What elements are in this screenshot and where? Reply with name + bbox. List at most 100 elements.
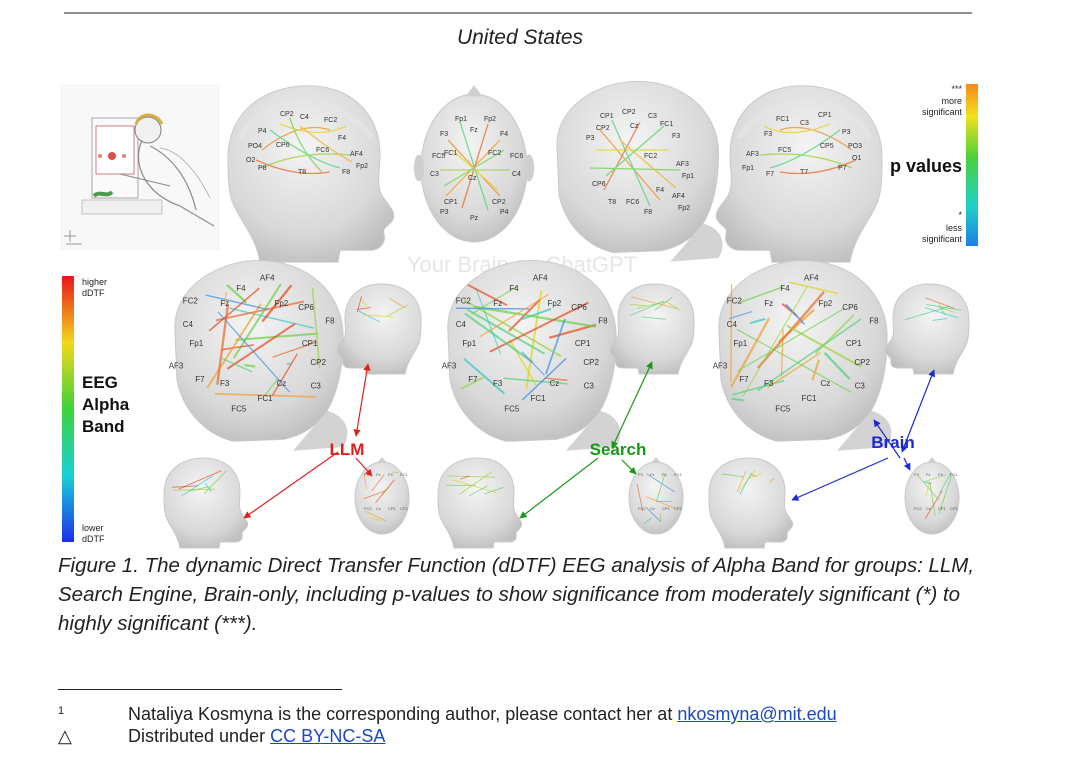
svg-text:AF4: AF4 — [260, 274, 275, 283]
footnote-rule — [58, 689, 342, 690]
svg-text:CP5: CP5 — [820, 143, 834, 150]
svg-text:FC5: FC5 — [504, 404, 520, 413]
svg-text:F4: F4 — [338, 135, 346, 142]
svg-text:F3: F3 — [764, 131, 772, 138]
svg-text:C4: C4 — [300, 114, 309, 121]
license-link[interactable]: CC BY-NC-SA — [270, 726, 386, 746]
svg-text:Fz: Fz — [220, 299, 229, 308]
svg-text:Fp1: Fp1 — [462, 339, 476, 348]
pvalue-top-label-2: significant — [922, 107, 963, 117]
svg-text:F4: F4 — [656, 187, 664, 194]
svg-text:Fp2: Fp2 — [818, 299, 832, 308]
svg-text:FC5: FC5 — [432, 153, 445, 160]
group-label-search: Search — [590, 440, 647, 459]
svg-text:CP2: CP2 — [674, 506, 683, 511]
svg-text:Fz: Fz — [493, 299, 502, 308]
svg-text:Cz: Cz — [630, 123, 639, 130]
footnote-text: Distributed under — [128, 726, 271, 746]
svg-text:FC2: FC2 — [914, 506, 922, 511]
ddtf-bottom-label-1: lower — [82, 523, 104, 533]
svg-text:AF3: AF3 — [169, 362, 184, 371]
svg-text:CP2: CP2 — [492, 199, 506, 206]
svg-text:O2: O2 — [246, 157, 255, 164]
svg-text:C3: C3 — [584, 382, 595, 391]
svg-text:Cz: Cz — [468, 175, 477, 182]
svg-text:CP2: CP2 — [310, 358, 326, 367]
pvalue-bottom-label-2: significant — [922, 234, 963, 244]
group-arrow — [611, 361, 653, 449]
svg-text:CP6: CP6 — [276, 142, 290, 149]
ddtf-head-small-profile-llm — [163, 457, 249, 549]
svg-text:FC1: FC1 — [530, 394, 546, 403]
svg-text:AF4: AF4 — [533, 274, 548, 283]
svg-text:CP2: CP2 — [400, 506, 409, 511]
page-header-country: United States — [456, 26, 584, 49]
svg-text:F4: F4 — [938, 472, 943, 477]
svg-text:F8: F8 — [598, 316, 608, 325]
svg-text:Fp2: Fp2 — [274, 299, 288, 308]
svg-text:C3: C3 — [311, 382, 322, 391]
svg-text:FC5: FC5 — [775, 404, 791, 413]
ddtf-head-small-profile-brain — [708, 457, 794, 549]
author-email-link[interactable]: nkosmyna@mit.edu — [677, 704, 837, 724]
pvalue-top-stars: *** — [951, 84, 962, 94]
svg-text:P3: P3 — [440, 209, 449, 216]
svg-text:T7: T7 — [800, 169, 808, 176]
ddtf-head-small-profile-search — [437, 457, 523, 549]
ddtf-head-small-side-search — [609, 283, 695, 375]
ddtf-bottom-label-2: dDTF — [82, 534, 105, 544]
svg-text:FC6: FC6 — [510, 153, 523, 160]
svg-text:FC1: FC1 — [801, 394, 817, 403]
svg-text:F3: F3 — [638, 472, 643, 477]
svg-text:CP2: CP2 — [950, 506, 959, 511]
svg-text:FC1: FC1 — [444, 150, 457, 157]
svg-text:CP1: CP1 — [662, 506, 671, 511]
footnote-marker: 1 — [58, 705, 65, 717]
svg-text:C3: C3 — [648, 113, 657, 120]
svg-text:CP1: CP1 — [302, 339, 318, 348]
svg-text:P3: P3 — [842, 129, 851, 136]
svg-text:FC2: FC2 — [183, 296, 199, 305]
ddtf-band-label-1: EEG — [82, 373, 118, 392]
svg-text:C3: C3 — [430, 171, 439, 178]
svg-text:FC1: FC1 — [257, 394, 273, 403]
svg-text:FC1: FC1 — [950, 472, 958, 477]
svg-text:AF3: AF3 — [676, 161, 689, 168]
svg-text:F7: F7 — [195, 375, 205, 384]
svg-text:FC2: FC2 — [727, 296, 743, 305]
svg-text:P3: P3 — [586, 135, 595, 142]
svg-text:CP1: CP1 — [444, 199, 458, 206]
svg-text:CP1: CP1 — [575, 339, 591, 348]
svg-text:F4: F4 — [780, 284, 790, 293]
svg-text:F4: F4 — [662, 472, 667, 477]
ddtf-band-label-3: Band — [82, 417, 125, 436]
ddtf-top-label-1: higher — [82, 277, 107, 287]
svg-text:F3: F3 — [493, 379, 503, 388]
svg-text:Fp2: Fp2 — [678, 205, 690, 212]
svg-text:O1: O1 — [852, 155, 861, 162]
group-arrow — [901, 369, 935, 453]
svg-text:Fp1: Fp1 — [742, 165, 754, 172]
svg-text:P7: P7 — [838, 165, 847, 172]
svg-text:Fp1: Fp1 — [189, 339, 203, 348]
svg-text:CP2: CP2 — [596, 125, 610, 132]
svg-text:PO3: PO3 — [848, 143, 862, 150]
group-arrow — [621, 459, 637, 475]
svg-text:Cz: Cz — [820, 379, 830, 388]
svg-text:AF4: AF4 — [672, 193, 685, 200]
svg-text:CP6: CP6 — [842, 303, 858, 312]
ddtf-legend: higher dDTF EEG Alpha Band lower dDTF — [62, 276, 130, 544]
group-label-brain: Brain — [871, 433, 914, 452]
svg-text:C4: C4 — [727, 320, 738, 329]
svg-text:P4: P4 — [500, 209, 509, 216]
svg-text:AF3: AF3 — [442, 362, 457, 371]
svg-text:C3: C3 — [800, 120, 809, 127]
svg-text:F3: F3 — [220, 379, 230, 388]
ddtf-colorbar — [62, 276, 74, 542]
svg-text:Cz: Cz — [549, 379, 559, 388]
